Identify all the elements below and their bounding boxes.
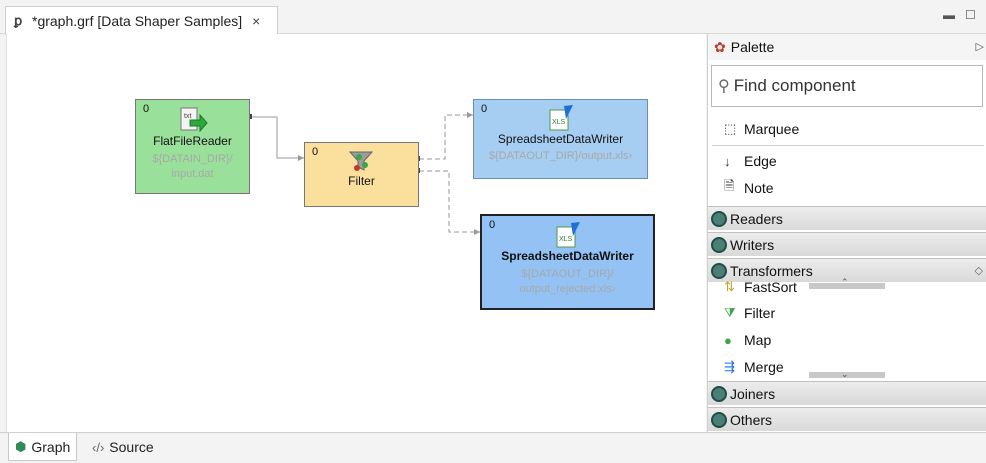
filter-icon: ⧩ (724, 305, 736, 320)
node-path: ${DATAIN_DIR}/ (152, 153, 233, 165)
palette-header[interactable]: ✿ Palette ▷ (708, 34, 986, 60)
svg-text:txt: txt (184, 113, 191, 120)
palette-item-map[interactable]: ● Map (708, 328, 986, 352)
tool-label: Note (744, 180, 774, 196)
collapse-arrow-icon[interactable]: ▷ (975, 41, 984, 53)
note-icon: 🗎 (724, 178, 735, 193)
xls-writer-icon: XLS (549, 105, 573, 131)
drawer-label: Writers (730, 236, 775, 253)
edge-arrow (467, 112, 473, 118)
chevron-up-icon: ⌃ (841, 277, 849, 287)
node-flat-file-reader[interactable]: 0 txt FlatFileReader ${DATAIN_DIR}/ inpu… (135, 99, 250, 194)
svg-text:XLS: XLS (559, 236, 573, 243)
fastsort-icon: ⇅ (724, 279, 735, 294)
drawer-others[interactable]: Others (708, 407, 986, 431)
node-path-file: output_rejected.xls› (519, 283, 616, 295)
editor-tab-label: *graph.grf [Data Shaper Samples] (32, 13, 243, 29)
xls-writer-icon: XLS (556, 222, 580, 248)
palette-icon: ✿ (714, 38, 726, 55)
palette-item-merge[interactable]: ⇶ Merge (708, 355, 986, 379)
tool-note[interactable]: 🗎 Note (708, 176, 986, 200)
edge-reader-filter[interactable] (250, 116, 304, 159)
editor-bottom-tabs: ⬢ Graph ‹/› Source (0, 432, 986, 463)
tab-graph[interactable]: ⬢ Graph (8, 433, 78, 461)
search-icon: ⚲ (718, 78, 730, 95)
palette-item-label: Filter (744, 305, 776, 321)
drawer-label: Readers (730, 210, 783, 227)
palette-item-label: FastSort (744, 279, 797, 295)
node-port-number: 0 (489, 219, 496, 231)
tab-label: Graph (31, 438, 71, 455)
drawer-readers[interactable]: Readers (708, 206, 986, 230)
node-path-file: input.dat (171, 168, 214, 180)
palette-item-filter[interactable]: ⧩ Filter (708, 301, 986, 325)
edge-arrow (298, 155, 304, 161)
node-title: SpreadsheetDataWriter (497, 132, 624, 146)
tool-edge[interactable]: ↓ Edge (708, 149, 986, 173)
search-placeholder: Find component (733, 76, 856, 95)
drawer-label: Joiners (730, 385, 776, 402)
drawer-label: Transformers (730, 262, 813, 279)
editor-tab-bar: ꝑ *graph.grf [Data Shaper Samples] × ▬ ☐ (0, 0, 986, 35)
node-port-number: 0 (143, 103, 150, 115)
palette-scroll-up[interactable]: ⌃ (809, 277, 885, 289)
svg-text:XLS: XLS (552, 119, 566, 126)
node-path: ${DATAOUT_DIR}/output.xls› (488, 150, 633, 162)
drawer-transformers[interactable]: Transformers ◇ (708, 258, 986, 282)
tool-label: Marquee (744, 121, 800, 137)
drawer-joiners[interactable]: Joiners (708, 381, 986, 405)
node-title: SpreadsheetDataWriter (501, 249, 634, 263)
map-icon: ● (724, 332, 732, 348)
node-title: FlatFileReader (153, 134, 232, 148)
node-title: Filter (348, 174, 375, 188)
tool-label: Edge (744, 153, 777, 169)
graph-icon: ⬢ (15, 438, 27, 454)
drawer-icon (711, 236, 727, 253)
editor-tab-graph[interactable]: ꝑ *graph.grf [Data Shaper Samples] × (5, 6, 278, 35)
palette-title: Palette (730, 39, 775, 55)
drawer-icon (711, 385, 727, 402)
tool-marquee[interactable]: ⬚ Marquee (708, 117, 986, 141)
drawer-writers[interactable]: Writers (708, 232, 986, 256)
find-component-input[interactable]: ⚲ Find component (711, 65, 983, 107)
edge-icon: ↓ (724, 153, 731, 169)
filter-icon (348, 151, 373, 171)
merge-icon: ⇶ (724, 359, 735, 374)
edge-arrow (474, 229, 480, 235)
edge-filter-writer1[interactable] (419, 114, 473, 160)
pin-icon[interactable]: ◇ (974, 265, 983, 277)
source-icon: ‹/› (92, 439, 105, 455)
palette-item-label: Map (744, 332, 772, 348)
maximize-icon[interactable]: ☐ (965, 8, 976, 22)
separator (712, 145, 984, 146)
drawer-icon (711, 262, 727, 279)
palette-item-fastsort[interactable]: ⇅ FastSort (708, 277, 986, 297)
drawer-icon (711, 411, 727, 428)
chevron-down-icon: ⌄ (841, 369, 849, 379)
marquee-icon: ⬚ (724, 121, 737, 136)
node-spreadsheet-writer-output[interactable]: 0 XLS SpreadsheetDataWriter ${DATAOUT_DI… (473, 99, 648, 179)
palette-scroll-down[interactable]: ⌄ (809, 369, 885, 379)
tab-label: Source (109, 439, 154, 455)
edge-filter-writer2[interactable] (419, 170, 480, 233)
node-filter[interactable]: 0 Filter (304, 142, 419, 207)
drawer-label: Others (730, 411, 773, 428)
drawer-icon (711, 210, 727, 227)
graph-canvas[interactable]: 0 txt FlatFileReader ${DATAIN_DIR}/ inpu… (6, 34, 706, 432)
palette-panel: ✿ Palette ▷ ⚲ Find component ⬚ Marquee ↓… (707, 34, 986, 432)
node-port-number: 0 (481, 103, 488, 115)
flat-file-reader-icon: txt (180, 107, 208, 133)
palette-item-label: Merge (744, 359, 784, 375)
graph-file-icon: ꝑ (14, 13, 23, 28)
tab-source[interactable]: ‹/› Source (86, 433, 160, 461)
minimize-icon[interactable]: ▬ (943, 8, 955, 22)
node-port-number: 0 (312, 146, 319, 158)
node-path: ${DATAOUT_DIR}/ (521, 268, 614, 280)
close-icon[interactable]: × (252, 13, 261, 29)
node-spreadsheet-writer-rejected[interactable]: 0 XLS SpreadsheetDataWriter ${DATAOUT_DI… (480, 214, 655, 310)
